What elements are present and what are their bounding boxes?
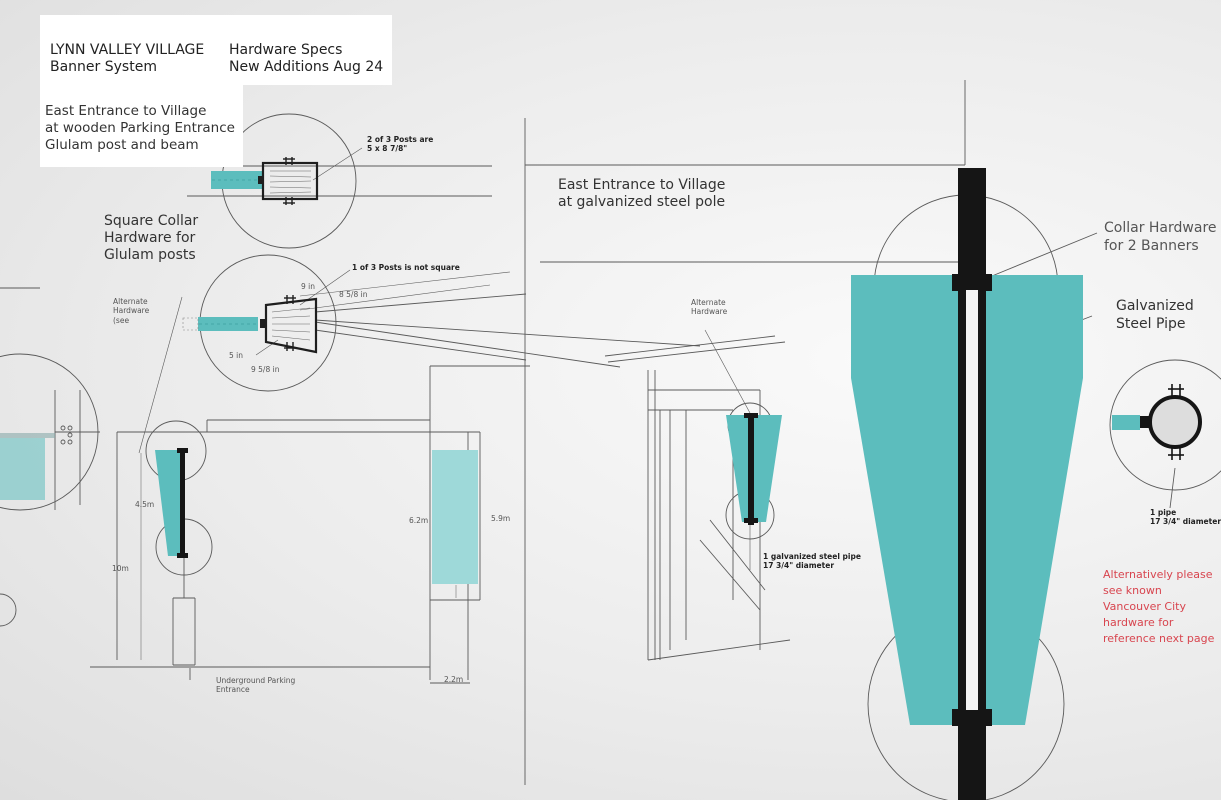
posts-square-note: 2 of 3 Posts are 5 x 8 7/8" xyxy=(367,135,434,154)
glulam-title-card xyxy=(40,85,243,167)
steel-title-line-2: at galvanized steel pole xyxy=(558,194,726,210)
glulam-side-banner xyxy=(432,450,478,584)
glulam-title-line-3: Glulam post and beam xyxy=(45,137,199,153)
dim-10m: 10m xyxy=(112,564,129,573)
alternative-hardware-note: Alternatively please see known Vancouver… xyxy=(1103,568,1215,645)
parking-entrance-label: Underground Parking Entrance xyxy=(216,676,296,695)
dim-5-in: 5 in xyxy=(229,351,243,360)
collar-title-line-2: Hardware for xyxy=(104,230,196,246)
collar-hardware-label: Collar Hardware for 2 Banners xyxy=(1104,220,1217,254)
right-partial-section-circle xyxy=(1109,359,1221,491)
dim-2-2m: 2.2m xyxy=(444,675,464,684)
dim-5-9m: 5.9m xyxy=(491,514,511,523)
steel-alternate-hardware: Alternate Hardware xyxy=(691,298,728,317)
collar-title-line-3: Glulam posts xyxy=(104,247,196,263)
dim-8-5-8-in: 8 5/8 in xyxy=(339,290,368,299)
glulam-title-line-2: at wooden Parking Entrance xyxy=(45,120,235,136)
steel-banner-pole xyxy=(748,413,754,525)
header-card xyxy=(40,15,392,85)
system-name: Banner System xyxy=(50,59,157,75)
glulam-alternate-hardware: Alternate Hardware (see xyxy=(113,297,150,325)
dim-9-in: 9 in xyxy=(301,282,315,291)
dim-6-2m: 6.2m xyxy=(409,516,429,525)
spec-title: Hardware Specs xyxy=(229,42,343,58)
left-banner-panel xyxy=(0,438,45,500)
dim-4-5m: 4.5m xyxy=(135,500,155,509)
pipe-cross-section xyxy=(1148,395,1202,449)
middle-collar-banner-stub xyxy=(198,317,258,331)
galvanized-pipe-label: Galvanized Steel Pipe xyxy=(1116,298,1194,332)
right-pipe-note: 1 pipe 17 3/4" diameter xyxy=(1150,508,1221,527)
posts-not-square-note: 1 of 3 Posts is not square xyxy=(352,263,460,272)
dim-9-5-8-in: 9 5/8 in xyxy=(251,365,280,374)
right-banner-stub xyxy=(1112,415,1140,430)
additions-date: New Additions Aug 24 xyxy=(229,59,384,75)
collar-title-line-1: Square Collar xyxy=(104,213,199,229)
left-partial-circle-lower xyxy=(0,593,17,627)
glulam-banner xyxy=(155,450,180,556)
middle-glulam-post-clamp xyxy=(264,297,318,354)
glulam-banner-pole xyxy=(180,448,185,558)
steel-title-line-1: East Entrance to Village xyxy=(558,177,726,193)
steel-pipe-note: 1 galvanized steel pipe 17 3/4" diameter xyxy=(763,552,861,571)
glulam-title-line-1: East Entrance to Village xyxy=(45,103,207,119)
project-name: LYNN VALLEY VILLAGE xyxy=(50,42,205,58)
